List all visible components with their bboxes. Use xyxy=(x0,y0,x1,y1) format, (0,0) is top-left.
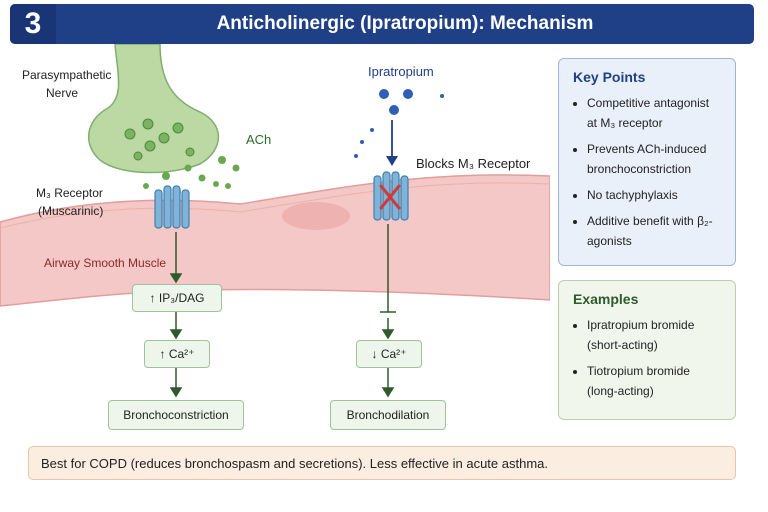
examples-panel: Examples Ipratropium bromide (short-acti… xyxy=(558,280,736,420)
ca-increase-box: ↑ Ca²⁺ xyxy=(144,340,210,368)
muscle-cell-nucleus xyxy=(282,202,350,230)
nerve-label-2: Nerve xyxy=(46,86,79,100)
ca-decrease-box: ↓ Ca²⁺ xyxy=(356,340,422,368)
examples-list: Ipratropium bromide (short-acting) Tiotr… xyxy=(573,315,721,401)
footer-note: Best for COPD (reduces bronchospasm and … xyxy=(28,446,736,480)
ach-label: ACh xyxy=(246,132,272,147)
list-item: Tiotropium bromide (long-acting) xyxy=(587,361,721,401)
bronchoconstriction-box: Bronchoconstriction xyxy=(108,400,244,430)
muscle-label: Airway Smooth Muscle xyxy=(44,256,167,270)
key-points-list: Competitive antagonist at M₃ receptor Pr… xyxy=(573,93,721,251)
bronchodilation-box: Bronchodilation xyxy=(330,400,446,430)
title-bar xyxy=(10,4,754,44)
list-item: Additive benefit with β₂-agonists xyxy=(587,211,721,251)
ipratropium-molecules xyxy=(354,89,444,158)
section-number: 3 xyxy=(10,4,56,44)
nerve-label: Parasympathetic xyxy=(22,68,112,82)
key-points-panel: Key Points Competitive antagonist at M₃ … xyxy=(558,58,736,266)
m3-receptor-left xyxy=(154,185,190,229)
list-item: Competitive antagonist at M₃ receptor xyxy=(587,93,721,133)
examples-title: Examples xyxy=(573,291,639,307)
page-title: Anticholinergic (Ipratropium): Mechanism xyxy=(216,13,594,34)
ip3-dag-box: ↑ IP₃/DAG xyxy=(132,284,222,312)
receptor-type-label: (Muscarinic) xyxy=(38,204,104,218)
key-points-title: Key Points xyxy=(573,69,646,85)
mechanism-diagram xyxy=(0,44,550,398)
ipratropium-label: Ipratropium xyxy=(368,64,434,79)
list-item: Prevents ACh-induced bronchoconstriction xyxy=(587,139,721,179)
blocks-receptor-label: Blocks M₃ Receptor xyxy=(416,156,531,171)
block-x-icon xyxy=(379,184,401,210)
receptor-label: M₃ Receptor xyxy=(36,186,103,200)
list-item: No tachyphylaxis xyxy=(587,185,721,205)
ach-vesicles xyxy=(124,118,195,161)
list-item: Ipratropium bromide (short-acting) xyxy=(587,315,721,355)
nerve-terminal xyxy=(87,44,220,174)
